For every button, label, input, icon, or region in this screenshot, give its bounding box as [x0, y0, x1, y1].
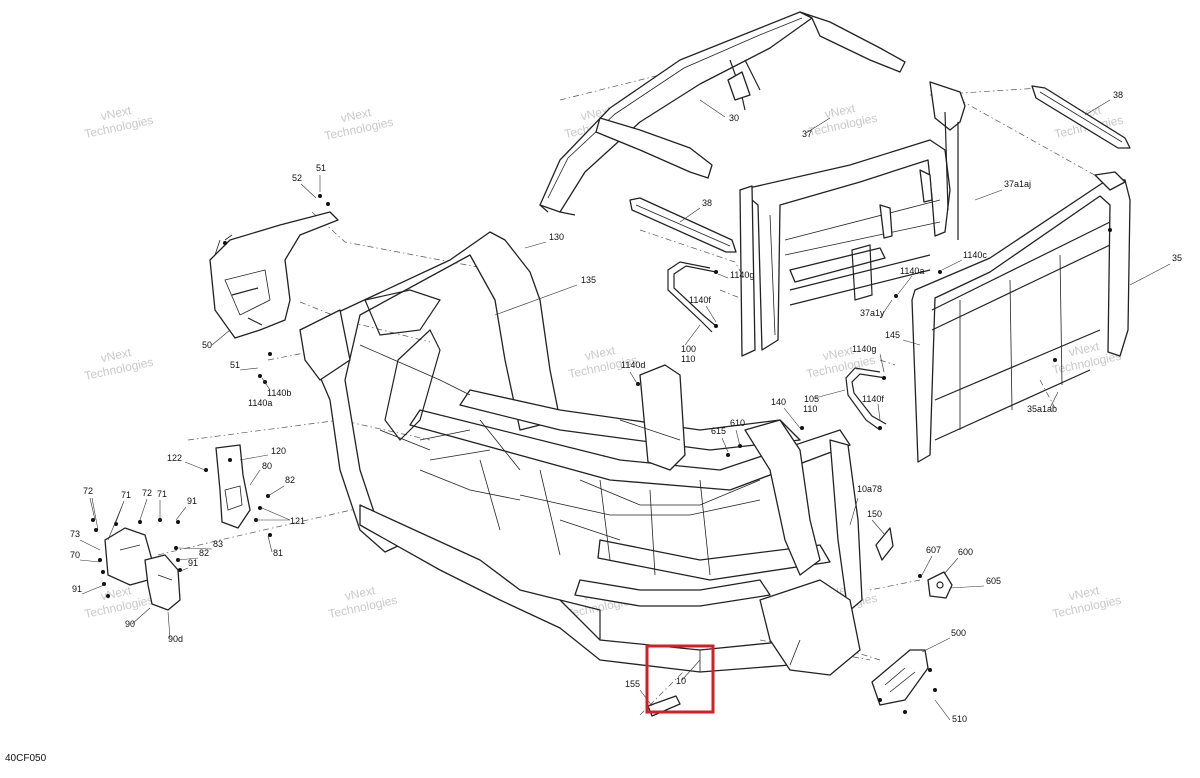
callout-c90: 90 — [125, 619, 135, 629]
callout-c81: 81 — [273, 548, 283, 558]
callout-c71a: 71 — [121, 490, 131, 500]
callout-c37a1y: 37a1y — [860, 308, 885, 318]
callout-c83: 83 — [213, 539, 223, 549]
callout-c35a1ab: 35a1ab — [1027, 404, 1057, 414]
callout-c610: 610 — [730, 418, 745, 428]
callout-c50: 50 — [202, 340, 212, 350]
bracket-80[interactable] — [215, 444, 251, 529]
guard-150[interactable] — [875, 527, 894, 561]
callout-c90d: 90d — [168, 634, 183, 644]
callout-c607: 607 — [926, 545, 941, 555]
watermark-line1: vNext — [1067, 583, 1101, 603]
watermark-line1: vNext — [99, 345, 133, 365]
callout-c1140g2: 1140g — [852, 344, 876, 354]
callout-c110a: 110 — [681, 354, 695, 364]
callout-c110b: 110 — [803, 404, 817, 414]
callout-c1140a: 1140a — [900, 266, 924, 276]
callout-c72a: 72 — [83, 486, 93, 496]
callout-c37a1aj: 37a1aj — [1004, 179, 1031, 189]
main-chassis-frame[interactable] — [299, 231, 863, 676]
callout-c51b: 51 — [230, 360, 240, 370]
highlight-box — [645, 644, 715, 714]
watermark-line1: vNext — [823, 101, 857, 121]
callout-c51a: 51 — [316, 163, 326, 173]
callout-c105: 105 — [804, 394, 819, 404]
callout-c135: 135 — [581, 275, 596, 285]
watermark-line1: vNext — [343, 583, 377, 603]
callout-c82a: 82 — [285, 475, 295, 485]
callout-c10: 10 — [676, 676, 686, 686]
callout-c120: 120 — [271, 446, 286, 456]
callout-c52: 52 — [292, 173, 302, 183]
callout-c91c: 91 — [72, 584, 82, 594]
callout-c72b: 72 — [142, 488, 152, 498]
callout-c37: 37 — [802, 129, 812, 139]
callout-c150: 150 — [867, 509, 882, 519]
drawing-code: 40CF050 — [5, 753, 47, 764]
callout-c500: 500 — [951, 628, 966, 638]
assembly-guide-lines — [157, 69, 1101, 716]
callout-c80: 80 — [262, 461, 272, 471]
callout-c510: 510 — [952, 714, 967, 724]
callout-c145: 145 — [885, 330, 900, 340]
roof-rear-bar[interactable] — [1031, 85, 1131, 149]
grab-handle-left[interactable] — [667, 261, 717, 333]
callout-c1140c: 1140c — [963, 250, 987, 260]
callout-c1140f: 1140f — [689, 295, 711, 305]
watermark-line1: vNext — [99, 103, 133, 123]
leader-lines — [79, 99, 1171, 721]
callout-c91a: 91 — [187, 496, 197, 506]
watermark-line1: vNext — [583, 343, 617, 363]
callout-c70: 70 — [70, 550, 80, 560]
callout-c140: 140 — [771, 397, 786, 407]
callout-c91b: 91 — [188, 558, 198, 568]
callout-c1140d: 1140d — [621, 360, 645, 370]
callout-c130: 130 — [549, 232, 564, 242]
roof-frame[interactable] — [539, 11, 906, 216]
watermark-line1: vNext — [821, 343, 855, 363]
callout-c100: 100 — [681, 344, 696, 354]
watermark-line1: vNext — [339, 105, 373, 125]
callout-c1140f2: 1140f — [862, 394, 884, 404]
callout-c38b: 38 — [702, 198, 712, 208]
watermark-line1: vNext — [1067, 339, 1101, 359]
cross-bar[interactable] — [629, 197, 737, 253]
rear-cage-frame[interactable] — [739, 81, 966, 357]
callout-c121: 121 — [290, 516, 305, 526]
callout-c155: 155 — [625, 679, 640, 689]
watermark-line1: vNext — [99, 583, 133, 603]
callout-c605: 605 — [986, 576, 1001, 586]
front-bracket-assembly[interactable] — [209, 211, 339, 339]
grab-handle-right[interactable] — [845, 367, 887, 431]
callout-c1140g: 1140g — [730, 270, 754, 280]
callout-c73: 73 — [70, 529, 80, 539]
callout-c1140a2: 1140a — [248, 398, 272, 408]
callout-c30: 30 — [729, 113, 739, 123]
callout-c600: 600 — [958, 547, 973, 557]
callout-c10a78: 10a78 — [857, 484, 882, 494]
bracket-600[interactable] — [927, 571, 953, 599]
bracket-70-90[interactable] — [104, 527, 181, 611]
callout-c38a: 38 — [1113, 90, 1123, 100]
callout-c35: 35 — [1172, 253, 1182, 263]
callout-c71b: 71 — [157, 489, 167, 499]
callout-c615: 615 — [711, 426, 726, 436]
skid-plate-500[interactable] — [871, 649, 929, 706]
side-cage-frame[interactable] — [911, 171, 1131, 463]
callout-c82b: 82 — [199, 548, 209, 558]
callout-c122: 122 — [167, 453, 182, 463]
callout-labels: 30 37 38 38 37a1aj 51 52 130 135 1140g 1140a 1140c 3… — [70, 90, 1182, 724]
callout-c1140b: 1140b — [267, 388, 291, 398]
